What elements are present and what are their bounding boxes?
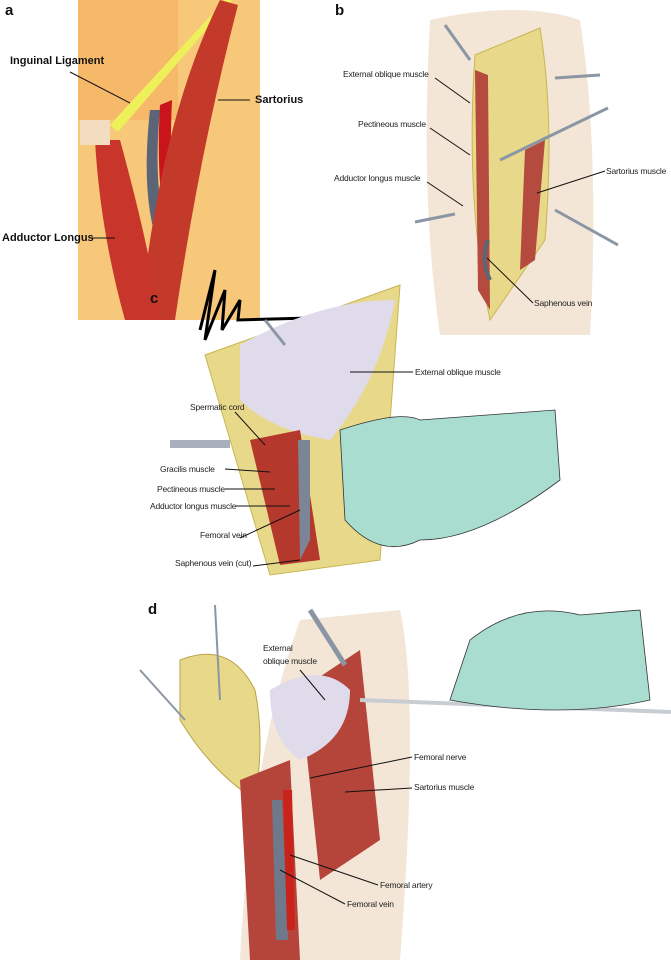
label-pectineous: Pectineous muscle [157,484,225,494]
label-gracilis: Gracilis muscle [160,464,215,474]
panel-d-illustration [139,604,671,960]
label-external-oblique-line2: oblique muscle [263,656,317,666]
label-femoral-artery: Femoral artery [380,880,433,890]
label-adductor-longus: Adductor Longus [2,232,94,244]
panel-c-letter: c [150,290,159,307]
label-saphenous-vein-cut: Saphenous vein (cut) [175,558,252,568]
panel-a-illustration [78,0,311,341]
signature [198,269,311,341]
panel-d-letter: d [148,601,158,618]
panel-c-illustration [170,284,561,576]
label-saphenous-vein: Saphenous vein [534,298,593,308]
label-inguinal-ligament: Inguinal Ligament [10,55,105,67]
leader-lines [69,71,606,905]
panel-b-illustration [414,10,619,335]
label-sartorius: Sartorius [255,94,304,106]
label-femoral-nerve: Femoral nerve [414,752,467,762]
label-external-oblique: External oblique muscle [343,69,429,79]
label-pectineous: Pectineous muscle [358,119,426,129]
panel-a-letter: a [5,2,14,19]
label-adductor-longus: Adductor longus muscle [150,501,237,511]
label-sartorius: Sartorius muscle [606,166,667,176]
label-external-oblique: External oblique muscle [415,367,501,377]
label-sartorius: Sartorius muscle [414,782,475,792]
label-external-oblique-line1: External [263,643,293,653]
panel-b-letter: b [335,2,345,19]
label-adductor-longus: Adductor longus muscle [334,173,421,183]
label-femoral-vein: Femoral vein [200,530,247,540]
label-spermatic-cord: Spermatic cord [190,402,245,412]
label-femoral-vein: Femoral vein [347,899,394,909]
